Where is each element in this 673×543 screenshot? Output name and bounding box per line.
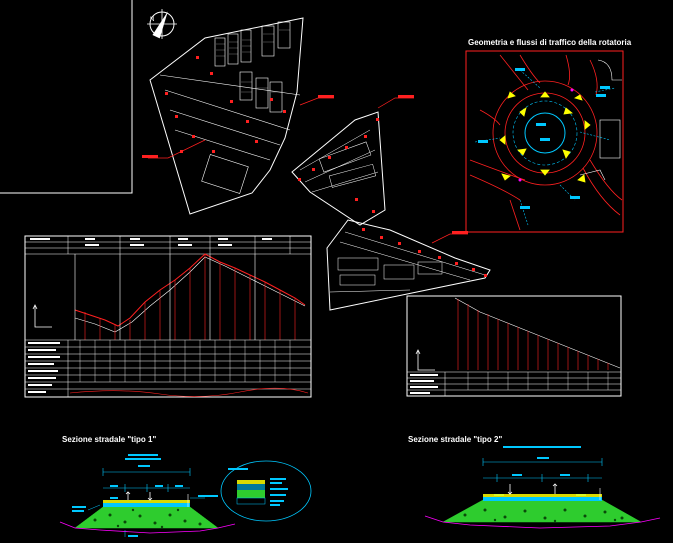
svg-text:N: N bbox=[150, 17, 154, 23]
north-arrow-icon: N bbox=[147, 9, 177, 39]
embankment-type-1 bbox=[74, 506, 219, 529]
cross-section-type-1 bbox=[59, 454, 312, 537]
roundabout-detail bbox=[465, 50, 624, 233]
longitudinal-profile-1 bbox=[24, 235, 312, 398]
site-plan-corridor bbox=[291, 111, 386, 226]
red-leaders bbox=[148, 97, 468, 244]
key-plan-frame bbox=[0, 0, 133, 194]
site-plan-upper bbox=[149, 17, 304, 215]
section-type-1-title: Sezione stradale "tipo 1" bbox=[62, 435, 157, 444]
roundabout-panel-title: Geometria e flussi di traffico della rot… bbox=[468, 38, 632, 47]
longitudinal-profile-2 bbox=[406, 295, 622, 397]
section-type-2-title: Sezione stradale "tipo 2" bbox=[408, 435, 503, 444]
pavement-detail-callout bbox=[220, 460, 312, 522]
red-label-boxes bbox=[142, 95, 468, 234]
site-plan-lower bbox=[326, 219, 491, 311]
cross-section-type-2 bbox=[424, 446, 661, 529]
profile-2-line bbox=[454, 297, 621, 369]
central-island bbox=[524, 112, 566, 154]
embankment-type-2 bbox=[442, 499, 642, 523]
